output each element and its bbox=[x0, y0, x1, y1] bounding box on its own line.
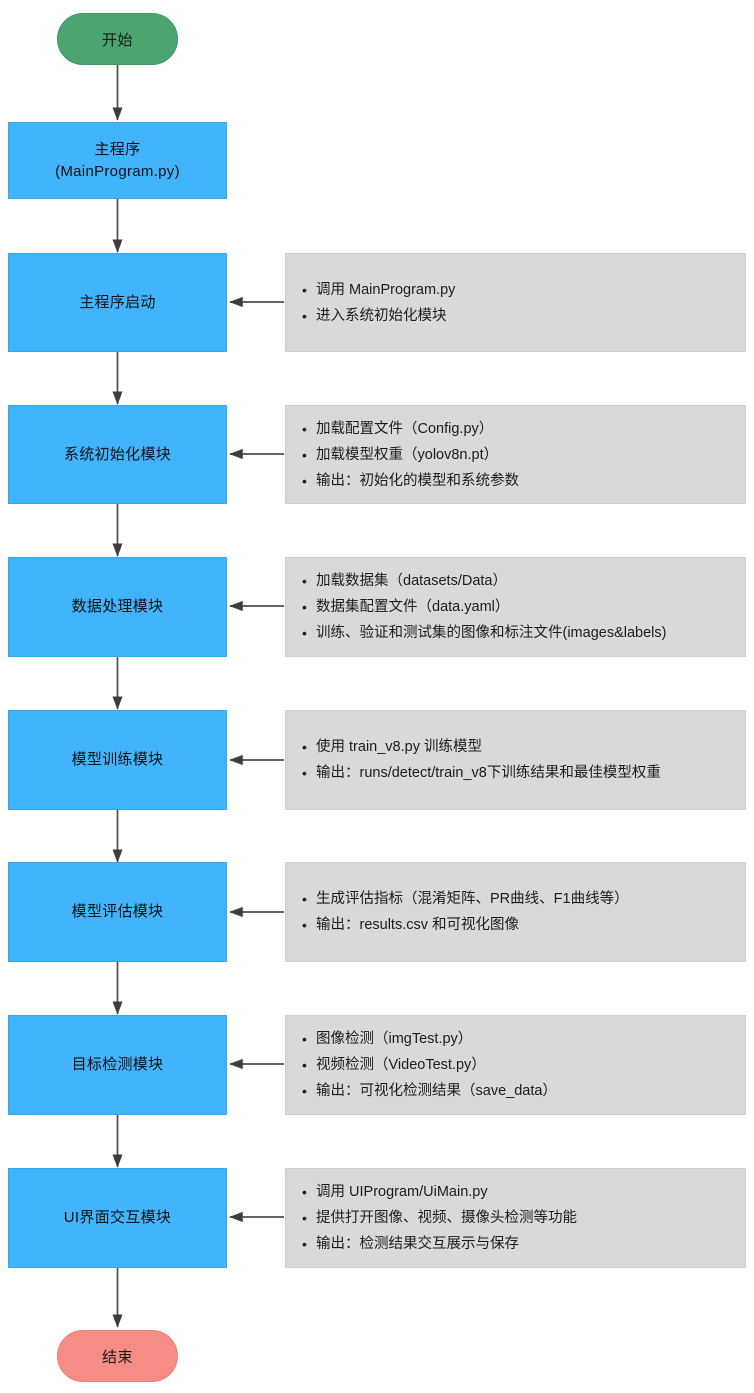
start-node[interactable]: 开始 bbox=[57, 13, 178, 65]
note-list-object-detection: 图像检测（imgTest.py） 视频检测（VideoTest.py） 输出：可… bbox=[286, 1026, 745, 1104]
process-label-system-init: 系统初始化模块 bbox=[63, 445, 172, 463]
note-item: 生成评估指标（混淆矩阵、PR曲线、F1曲线等） bbox=[302, 886, 731, 912]
note-box-data-processing: 加载数据集（datasets/Data） 数据集配置文件（data.yaml） … bbox=[285, 557, 746, 657]
note-list-system-init: 加载配置文件（Config.py） 加载模型权重（yolov8n.pt） 输出：… bbox=[286, 416, 745, 494]
note-item: 进入系统初始化模块 bbox=[302, 303, 731, 329]
note-item: 加载配置文件（Config.py） bbox=[302, 416, 731, 442]
process-box-object-detection[interactable]: 目标检测模块 bbox=[8, 1015, 227, 1115]
note-item: 训练、验证和测试集的图像和标注文件(images&labels) bbox=[302, 620, 731, 646]
end-node[interactable]: 结束 bbox=[57, 1330, 178, 1382]
note-item: 输出：results.csv 和可视化图像 bbox=[302, 912, 731, 938]
note-box-model-evaluation: 生成评估指标（混淆矩阵、PR曲线、F1曲线等） 输出：results.csv 和… bbox=[285, 862, 746, 962]
process-label-model-training: 模型训练模块 bbox=[71, 751, 164, 768]
process-label-main-program-line1: 主程序 bbox=[94, 140, 141, 158]
note-item: 图像检测（imgTest.py） bbox=[302, 1026, 731, 1052]
note-item: 加载模型权重（yolov8n.pt） bbox=[302, 442, 731, 468]
note-item: 提供打开图像、视频、摄像头检测等功能 bbox=[302, 1205, 731, 1231]
note-box-system-init: 加载配置文件（Config.py） 加载模型权重（yolov8n.pt） 输出：… bbox=[285, 405, 746, 504]
process-label-ui-interaction: UI界面交互模块 bbox=[63, 1209, 172, 1226]
note-item: 输出：runs/detect/train_v8下训练结果和最佳模型权重 bbox=[302, 760, 731, 786]
process-label-main-program-start: 主程序启动 bbox=[79, 293, 156, 311]
note-item: 输出：检测结果交互展示与保存 bbox=[302, 1231, 731, 1257]
process-box-ui-interaction[interactable]: UI界面交互模块 bbox=[8, 1168, 227, 1268]
note-box-model-training: 使用 train_v8.py 训练模型 输出：runs/detect/train… bbox=[285, 710, 746, 810]
note-item: 调用 MainProgram.py bbox=[302, 277, 731, 303]
process-label-data-processing: 数据处理模块 bbox=[71, 598, 164, 615]
note-box-ui-interaction: 调用 UIProgram/UiMain.py 提供打开图像、视频、摄像头检测等功… bbox=[285, 1168, 746, 1268]
note-list-model-evaluation: 生成评估指标（混淆矩阵、PR曲线、F1曲线等） 输出：results.csv 和… bbox=[286, 886, 745, 938]
note-item: 使用 train_v8.py 训练模型 bbox=[302, 734, 731, 760]
note-item: 视频检测（VideoTest.py） bbox=[302, 1052, 731, 1078]
process-box-system-init[interactable]: 系统初始化模块 bbox=[8, 405, 227, 504]
note-item: 输出：可视化检测结果（save_data） bbox=[302, 1078, 731, 1104]
process-box-main-program[interactable]: 主程序 (MainProgram.py) bbox=[8, 122, 227, 199]
process-label-model-evaluation: 模型评估模块 bbox=[71, 903, 164, 920]
note-list-main-program-start: 调用 MainProgram.py 进入系统初始化模块 bbox=[286, 277, 745, 329]
note-item: 加载数据集（datasets/Data） bbox=[302, 568, 731, 594]
note-box-main-program-start: 调用 MainProgram.py 进入系统初始化模块 bbox=[285, 253, 746, 352]
note-list-model-training: 使用 train_v8.py 训练模型 输出：runs/detect/train… bbox=[286, 734, 745, 786]
note-item: 数据集配置文件（data.yaml） bbox=[302, 594, 731, 620]
note-list-data-processing: 加载数据集（datasets/Data） 数据集配置文件（data.yaml） … bbox=[286, 568, 745, 646]
process-label-main-program-line2: (MainProgram.py) bbox=[55, 162, 180, 180]
note-box-object-detection: 图像检测（imgTest.py） 视频检测（VideoTest.py） 输出：可… bbox=[285, 1015, 746, 1115]
process-box-main-program-start[interactable]: 主程序启动 bbox=[8, 253, 227, 352]
end-node-label: 结束 bbox=[101, 1348, 133, 1366]
process-box-model-training[interactable]: 模型训练模块 bbox=[8, 710, 227, 810]
note-item: 输出：初始化的模型和系统参数 bbox=[302, 468, 731, 494]
note-list-ui-interaction: 调用 UIProgram/UiMain.py 提供打开图像、视频、摄像头检测等功… bbox=[286, 1179, 745, 1257]
process-box-data-processing[interactable]: 数据处理模块 bbox=[8, 557, 227, 657]
start-node-label: 开始 bbox=[101, 31, 133, 49]
note-item: 调用 UIProgram/UiMain.py bbox=[302, 1179, 731, 1205]
process-label-object-detection: 目标检测模块 bbox=[71, 1056, 164, 1073]
process-box-model-evaluation[interactable]: 模型评估模块 bbox=[8, 862, 227, 962]
